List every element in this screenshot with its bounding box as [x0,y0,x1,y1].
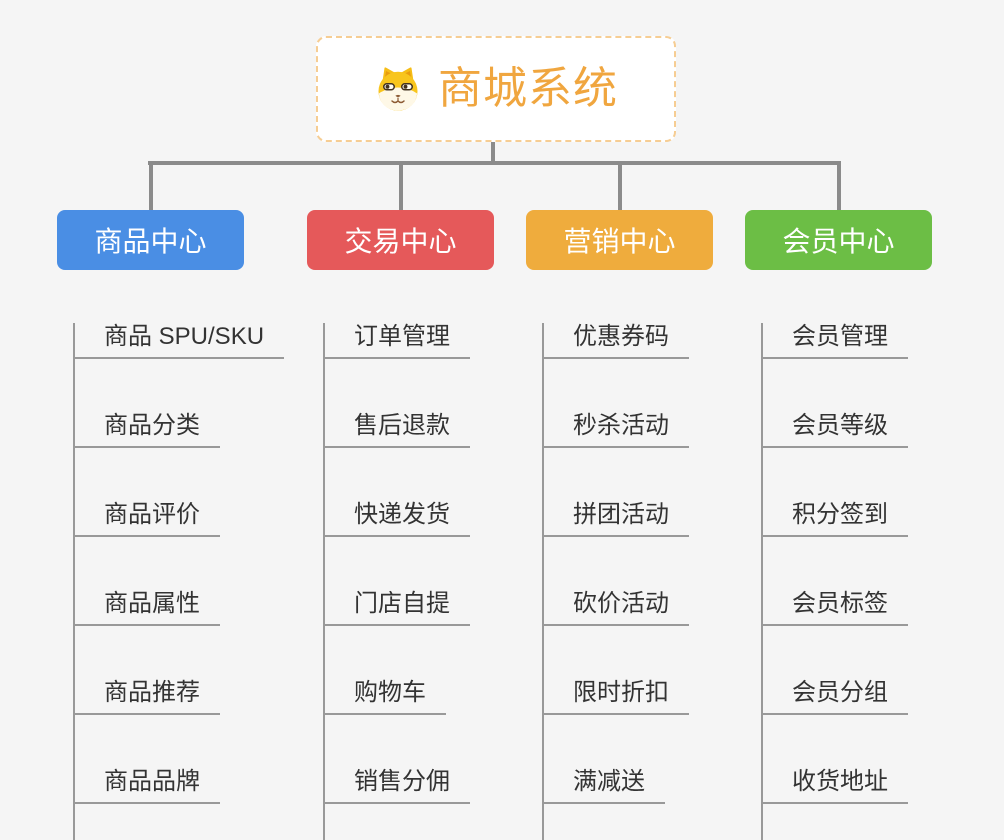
branch-column-marketing-center: 营销中心优惠券码秒杀活动拼团活动砍价活动限时折扣满减送 [526,210,776,840]
leaf-node[interactable]: 会员标签 [761,590,908,626]
connector-spine-trade-center [323,323,325,840]
connector-drop-trade-center [399,161,403,214]
leaf-node[interactable]: 商品属性 [73,590,220,626]
leaf-node[interactable]: 会员分组 [761,679,908,715]
leaf-node[interactable]: 销售分佣 [323,768,470,804]
branch-children-marketing-center: 优惠券码秒杀活动拼团活动砍价活动限时折扣满减送 [526,323,776,840]
leaf-node[interactable]: 收货地址 [761,768,908,804]
leaf-node[interactable]: 商品推荐 [73,679,220,715]
connector-root-drop [491,140,495,164]
branch-node-product-center[interactable]: 商品中心 [57,210,244,270]
branch-children-product-center: 商品 SPU/SKU 商品分类商品评价商品属性商品推荐商品品牌 [57,323,307,840]
leaf-node[interactable]: 售后退款 [323,412,470,448]
branch-children-trade-center: 订单管理售后退款快递发货门店自提购物车销售分佣 [307,323,557,840]
branch-column-trade-center: 交易中心订单管理售后退款快递发货门店自提购物车销售分佣 [307,210,557,840]
leaf-node[interactable]: 积分签到 [761,501,908,537]
connector-drop-marketing-center [618,161,622,214]
leaf-node[interactable]: 门店自提 [323,590,470,626]
branch-column-member-center: 会员中心会员管理会员等级积分签到会员标签会员分组收货地址 [745,210,995,840]
leaf-node[interactable]: 会员管理 [761,323,908,359]
root-node[interactable]: 商城系统 [316,36,676,142]
connector-bus [148,161,841,165]
leaf-node[interactable]: 优惠券码 [542,323,689,359]
dog-face-icon [378,67,418,111]
connector-drop-member-center [837,161,841,214]
leaf-node[interactable]: 快递发货 [323,501,470,537]
leaf-node[interactable]: 订单管理 [323,323,470,359]
leaf-node[interactable]: 商品 SPU/SKU [73,323,285,359]
branch-node-member-center[interactable]: 会员中心 [745,210,932,270]
leaf-node[interactable]: 会员等级 [761,412,908,448]
leaf-node[interactable]: 砍价活动 [542,590,689,626]
leaf-node[interactable]: 限时折扣 [542,679,689,715]
leaf-node[interactable]: 秒杀活动 [542,412,689,448]
connector-drop-product-center [149,161,153,214]
leaf-node[interactable]: 商品分类 [73,412,220,448]
root-title: 商城系统 [438,64,618,113]
branch-node-trade-center[interactable]: 交易中心 [307,210,494,270]
branch-column-product-center: 商品中心商品 SPU/SKU 商品分类商品评价商品属性商品推荐商品品牌 [57,210,307,840]
leaf-node[interactable]: 满减送 [542,768,665,804]
branch-node-marketing-center[interactable]: 营销中心 [526,210,713,270]
connector-spine-product-center [73,323,75,840]
connector-spine-member-center [761,323,763,840]
leaf-node[interactable]: 商品品牌 [73,768,220,804]
leaf-node[interactable]: 拼团活动 [542,501,689,537]
leaf-node[interactable]: 商品评价 [73,501,220,537]
connector-spine-marketing-center [542,323,544,840]
leaf-node[interactable]: 购物车 [323,679,446,715]
branch-children-member-center: 会员管理会员等级积分签到会员标签会员分组收货地址 [745,323,995,840]
